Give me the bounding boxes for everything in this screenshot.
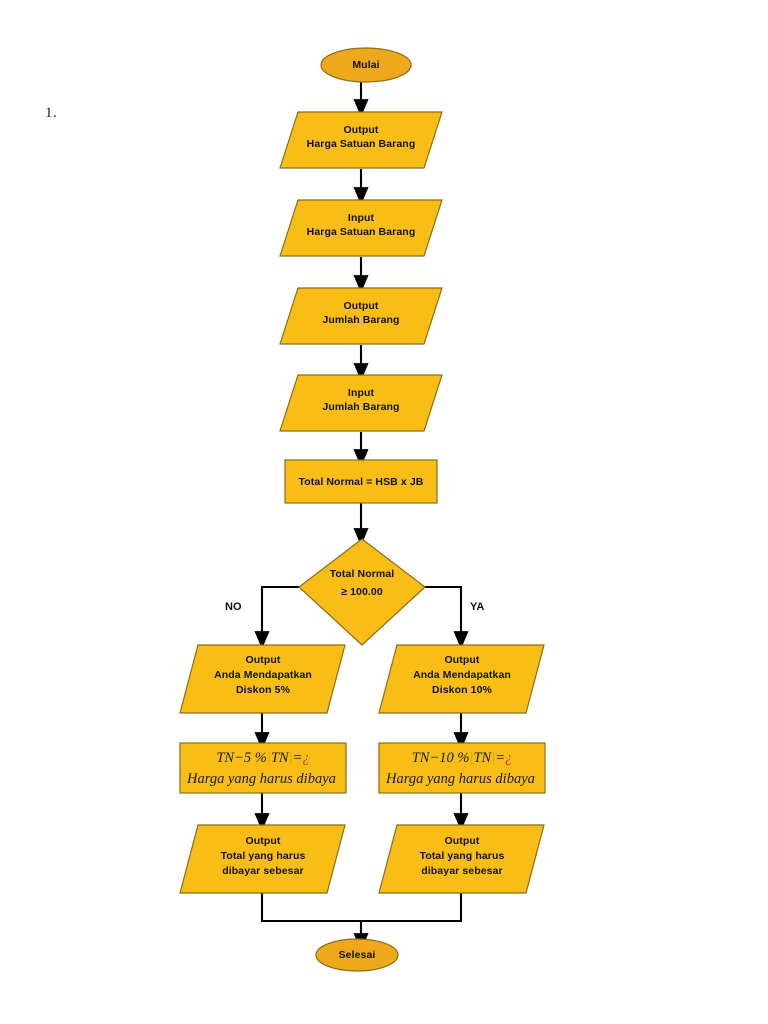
formula-10-bar-close: | [491, 750, 496, 766]
node-output-diskon-10 [378, 644, 545, 714]
formula-5-bar-close: | [288, 750, 293, 766]
node-input-harga-satuan [279, 199, 443, 257]
node-output-jumlah-barang [279, 287, 443, 345]
connector-decision-no [254, 585, 300, 649]
formula-5-tn: TN [270, 750, 289, 766]
formula-10-line1: TN−10 %|TN|=¿ [380, 748, 544, 769]
node-output-total-kanan [378, 824, 545, 894]
node-process-total-normal [284, 459, 438, 504]
connector-merge-right [361, 893, 463, 923]
node-start [320, 47, 412, 83]
node-end [315, 938, 399, 972]
formula-10-question-mark: ¿ [505, 750, 513, 766]
node-formula-diskon-5-text: TN−5 %|TN|=¿ Harga yang harus dibaya [181, 744, 345, 792]
node-formula-diskon-10-text: TN−10 %|TN|=¿ Harga yang harus dibaya [380, 744, 544, 792]
formula-10-tn: TN [473, 750, 492, 766]
edge-label-no: NO [225, 601, 242, 613]
node-output-diskon-5 [179, 644, 346, 714]
formula-5-equals: = [292, 750, 303, 766]
node-formula-diskon-5 [179, 742, 347, 794]
node-output-total-kiri [179, 824, 346, 894]
formula-5-bar-open: | [266, 750, 271, 766]
formula-10-lhs: TN−10 % [411, 750, 470, 766]
connector-decision-yes [424, 585, 469, 649]
list-marker: 1. [45, 105, 58, 121]
edge-label-yes: YA [470, 601, 485, 613]
node-decision-total-normal [298, 538, 426, 646]
formula-10-bar-open: | [469, 750, 474, 766]
formula-5-question-mark: ¿ [302, 750, 310, 766]
node-formula-diskon-10 [378, 742, 546, 794]
node-output-harga-satuan [279, 111, 443, 169]
formula-5-lhs: TN−5 % [216, 750, 267, 766]
formula-10-line2: Harga yang harus dibaya [386, 771, 535, 787]
node-input-jumlah-barang [279, 374, 443, 432]
formula-5-line1: TN−5 %|TN|=¿ [181, 748, 345, 769]
connector-merge-left [260, 893, 361, 923]
formula-10-equals: = [495, 750, 506, 766]
formula-5-line2: Harga yang harus dibaya [187, 771, 336, 787]
